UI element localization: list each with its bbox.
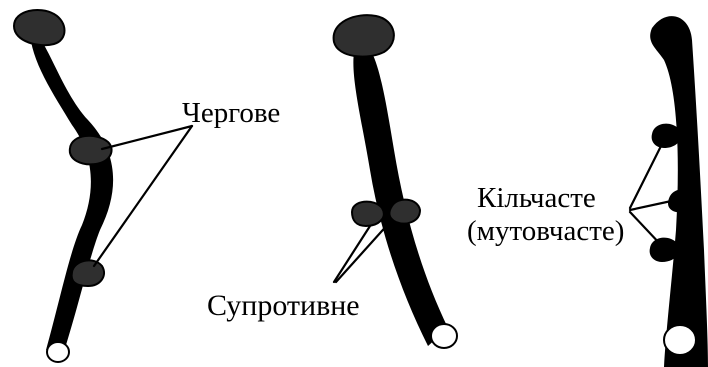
label-whorled: Кільчасте [477, 184, 596, 213]
lateral-bud-opposite-left [352, 202, 384, 226]
twig-alternate [14, 10, 113, 362]
lateral-bud-whorled-upper [652, 124, 681, 148]
label-opposite: Супротивне [207, 291, 360, 321]
terminal-bud-alternate [14, 10, 65, 45]
lateral-bud-opposite-right [389, 200, 420, 224]
terminal-bud-opposite [334, 15, 394, 56]
lateral-bud-alternate-lower [72, 260, 104, 286]
stem-opposite [353, 40, 448, 346]
cut-end-whorled [664, 325, 696, 355]
cut-end-alternate [47, 342, 69, 362]
cut-end-opposite [431, 324, 457, 348]
pointer-opposite-right [336, 222, 390, 282]
pointer-whorled-upper [630, 144, 662, 208]
label-whorled-alt: (мутовчасте) [467, 217, 624, 246]
stem-alternate [30, 30, 113, 350]
twig-whorled [650, 16, 708, 367]
pointer-opposite-left [334, 226, 370, 282]
label-alternate: Чергове [182, 99, 280, 128]
lateral-bud-alternate-upper [70, 136, 112, 165]
pointer-whorled-lower [630, 212, 662, 246]
